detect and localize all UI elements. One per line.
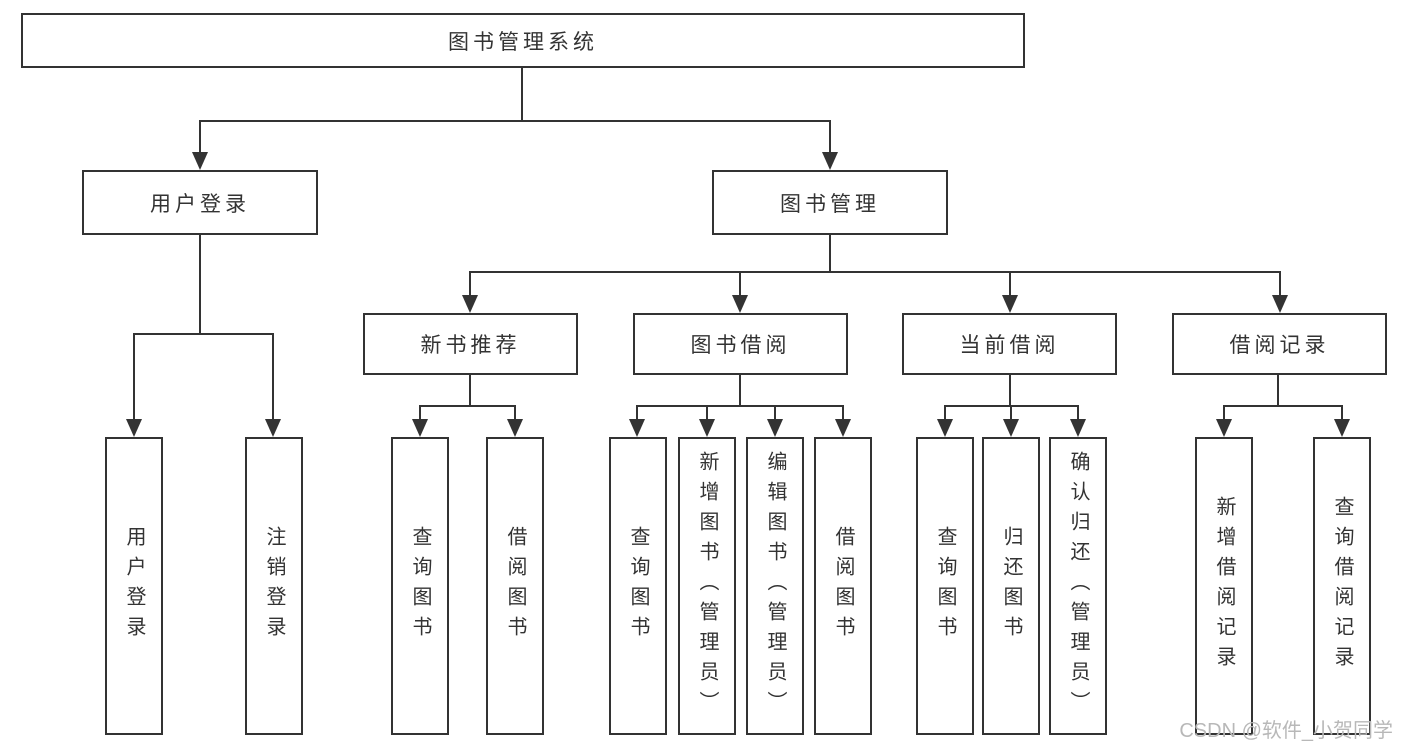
node-book-borrowing: 图书借阅 xyxy=(633,313,848,375)
arrowhead-down xyxy=(462,295,478,313)
connector-vline xyxy=(829,235,831,273)
leaf-logout: 注销登录 xyxy=(245,437,303,735)
arrowhead-down xyxy=(126,419,142,437)
connector-hline xyxy=(1223,405,1343,407)
leaf-label: 编辑图书（管理员） xyxy=(764,451,786,721)
leaf-label: 借阅图书 xyxy=(504,526,526,646)
connector-hline xyxy=(419,405,516,407)
leaf-query-borrow-record: 查询借阅记录 xyxy=(1313,437,1371,735)
node-label: 新书推荐 xyxy=(420,334,521,357)
connector-vline xyxy=(199,121,201,152)
connector-vline xyxy=(469,272,471,295)
watermark: CSDN @软件_小贺同学 xyxy=(1179,720,1393,742)
connector-vline xyxy=(739,272,741,295)
node-label: 用户登录 xyxy=(150,192,250,216)
connector-hline xyxy=(469,271,1281,273)
node-library-system: 图书管理系统 xyxy=(21,13,1025,68)
leaf-edit-book-admin: 编辑图书（管理员） xyxy=(746,437,804,735)
leaf-query-books-borrowing: 查询图书 xyxy=(609,437,667,735)
arrowhead-down xyxy=(767,419,783,437)
connector-vline xyxy=(1077,406,1079,419)
leaf-add-borrow-record: 新增借阅记录 xyxy=(1195,437,1253,735)
connector-vline xyxy=(469,375,471,407)
leaf-query-books-current: 查询图书 xyxy=(916,437,974,735)
arrowhead-down xyxy=(265,419,281,437)
arrowhead-down xyxy=(629,419,645,437)
node-label: 图书管理 xyxy=(780,192,880,216)
leaf-label: 借阅图书 xyxy=(832,526,854,646)
leaf-label: 归还图书 xyxy=(1000,526,1022,646)
arrowhead-down xyxy=(507,419,523,437)
node-user-login: 用户登录 xyxy=(82,170,318,235)
leaf-confirm-return-admin: 确认归还（管理员） xyxy=(1049,437,1107,735)
leaf-add-book-admin: 新增图书（管理员） xyxy=(678,437,736,735)
connector-vline xyxy=(1277,375,1279,407)
leaf-label: 确认归还（管理员） xyxy=(1067,451,1089,721)
arrowhead-down xyxy=(1070,419,1086,437)
connector-hline xyxy=(636,405,844,407)
connector-vline xyxy=(706,406,708,419)
arrowhead-down xyxy=(732,295,748,313)
connector-vline xyxy=(636,406,638,419)
arrowhead-down xyxy=(412,419,428,437)
leaf-user-login: 用户登录 xyxy=(105,437,163,735)
connector-vline xyxy=(272,334,274,419)
leaf-return-books: 归还图书 xyxy=(982,437,1040,735)
arrowhead-down xyxy=(699,419,715,437)
node-label: 当前借阅 xyxy=(959,334,1060,357)
connector-vline xyxy=(419,406,421,419)
node-borrowing-records: 借阅记录 xyxy=(1172,313,1387,375)
connector-vline xyxy=(1279,272,1281,295)
arrowhead-down xyxy=(937,419,953,437)
node-book-management: 图书管理 xyxy=(712,170,948,235)
connector-vline xyxy=(774,406,776,419)
leaf-label: 新增借阅记录 xyxy=(1213,496,1235,676)
connector-vline xyxy=(1341,406,1343,419)
leaf-label: 查询图书 xyxy=(627,526,649,646)
node-label: 图书管理系统 xyxy=(448,30,598,54)
connector-vline xyxy=(842,406,844,419)
connector-vline xyxy=(199,235,201,335)
node-new-book-recommendation: 新书推荐 xyxy=(363,313,578,375)
node-label: 借阅记录 xyxy=(1229,334,1330,357)
connector-hline xyxy=(133,333,274,335)
leaf-label: 新增图书（管理员） xyxy=(696,451,718,721)
node-current-borrowing: 当前借阅 xyxy=(902,313,1117,375)
arrowhead-down xyxy=(1003,419,1019,437)
connector-vline xyxy=(521,68,523,121)
arrowhead-down xyxy=(1334,419,1350,437)
leaf-label: 查询图书 xyxy=(409,526,431,646)
arrowhead-down xyxy=(835,419,851,437)
connector-vline xyxy=(944,406,946,419)
arrowhead-down xyxy=(1002,295,1018,313)
leaf-label: 注销登录 xyxy=(263,526,285,646)
connector-vline xyxy=(1009,375,1011,407)
connector-hline xyxy=(199,120,831,122)
arrowhead-down xyxy=(1216,419,1232,437)
connector-vline xyxy=(739,375,741,407)
connector-vline xyxy=(514,406,516,419)
node-label: 图书借阅 xyxy=(690,334,791,357)
leaf-query-books-recommend: 查询图书 xyxy=(391,437,449,735)
connector-vline xyxy=(133,334,135,419)
leaf-borrow-books-borrowing: 借阅图书 xyxy=(814,437,872,735)
leaf-label: 查询借阅记录 xyxy=(1331,496,1353,676)
connector-vline xyxy=(1009,272,1011,295)
leaf-label: 用户登录 xyxy=(123,526,145,646)
leaf-borrow-books-recommend: 借阅图书 xyxy=(486,437,544,735)
leaf-label: 查询图书 xyxy=(934,526,956,646)
arrowhead-down xyxy=(192,152,208,170)
connector-vline xyxy=(1010,406,1012,419)
arrowhead-down xyxy=(822,152,838,170)
arrowhead-down xyxy=(1272,295,1288,313)
connector-vline xyxy=(1223,406,1225,419)
connector-vline xyxy=(829,121,831,152)
